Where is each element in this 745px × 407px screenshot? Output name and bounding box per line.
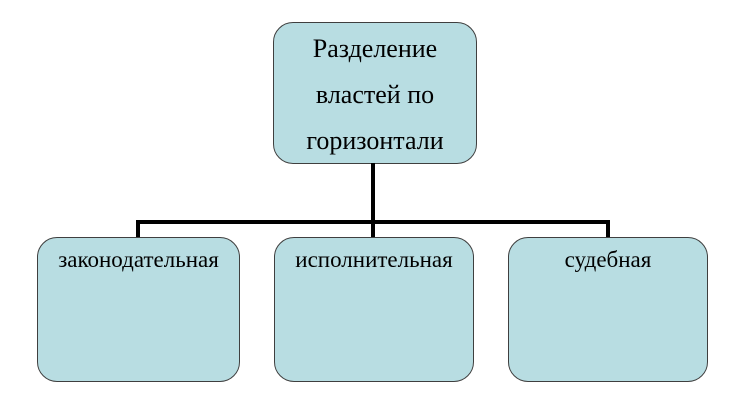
connector-root-vertical — [371, 163, 375, 224]
diagram-node-root: Разделение властей по горизонтали — [273, 22, 477, 164]
diagram-node-judicial-label: судебная — [564, 247, 652, 272]
diagram-node-legislative-label: законодательная — [58, 247, 219, 272]
diagram-node-legislative: законодательная — [37, 237, 240, 382]
diagram-node-executive: исполнительная — [274, 237, 474, 382]
connector-drop-left — [136, 220, 140, 238]
connector-drop-middle — [371, 220, 375, 238]
connector-drop-right — [606, 220, 610, 238]
diagram-node-judicial: судебная — [508, 237, 708, 382]
diagram-node-executive-label: исполнительная — [295, 247, 453, 272]
diagram-node-root-label: Разделение властей по горизонтали — [306, 34, 444, 155]
